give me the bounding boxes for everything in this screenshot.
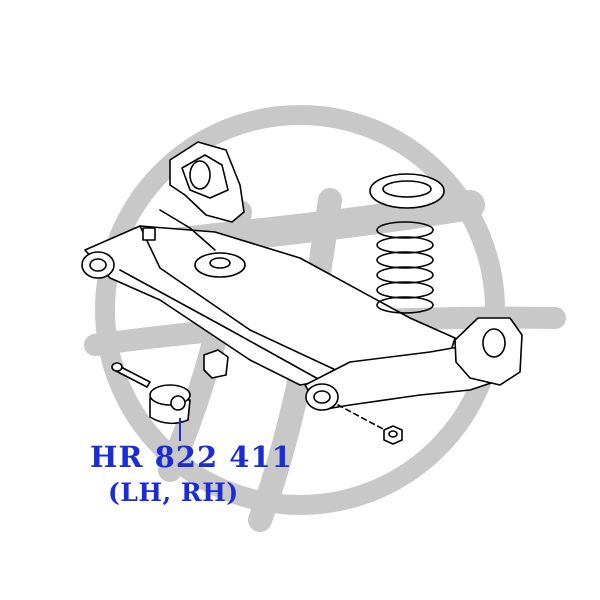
bushing-part [149,384,191,425]
mounting-bolt [111,362,151,388]
bump-stop [203,349,229,379]
right-trailing-arm [304,344,501,411]
applicability-label: (LH, RH) [108,478,239,507]
part-number-label: HR 822 411 [90,440,293,474]
coil-spring [369,173,445,314]
nut [383,425,403,445]
